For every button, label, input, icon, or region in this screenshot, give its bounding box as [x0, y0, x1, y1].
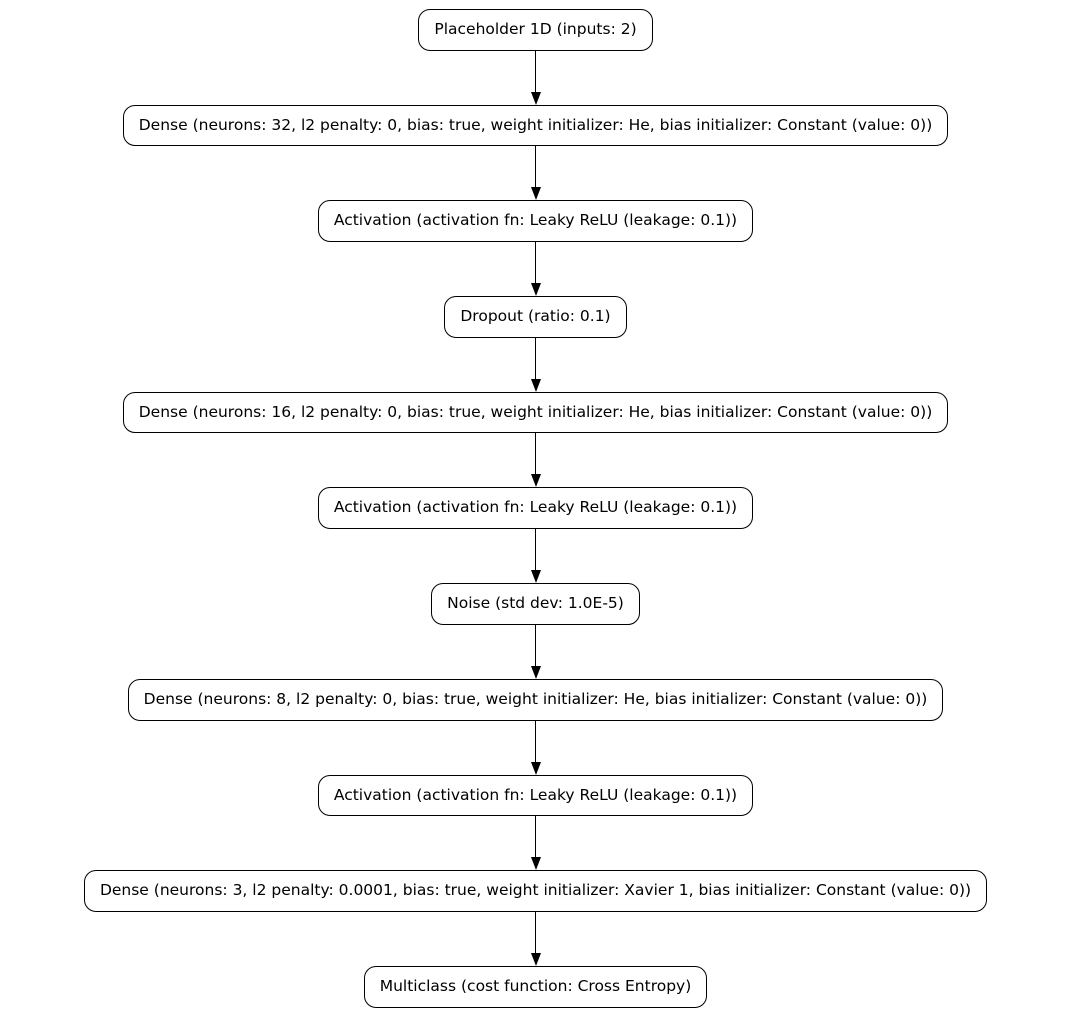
edge-arrow [530, 50, 541, 105]
edge-line [535, 50, 536, 92]
arrowhead-down-icon [530, 857, 541, 871]
node-dense-8: Dense (neurons: 8, l2 penalty: 0, bias: … [127, 678, 944, 721]
edge-line [535, 433, 536, 475]
edge-line [535, 720, 536, 762]
edge-arrow [530, 433, 541, 488]
arrowhead-down-icon [530, 761, 541, 775]
edge-arrow [530, 529, 541, 584]
edge-arrow [530, 720, 541, 775]
node-dense-32: Dense (neurons: 32, l2 penalty: 0, bias:… [122, 104, 949, 147]
arrowhead-down-icon [530, 474, 541, 488]
arrowhead-down-icon [530, 570, 541, 584]
node-dropout: Dropout (ratio: 0.1) [444, 296, 627, 338]
edge-line [535, 529, 536, 571]
node-activation-1: Activation (activation fn: Leaky ReLU (l… [317, 200, 754, 243]
edge-line [535, 624, 536, 666]
edge-arrow [530, 624, 541, 679]
edge-arrow [530, 146, 541, 201]
edge-line [535, 146, 536, 188]
node-dense-16: Dense (neurons: 16, l2 penalty: 0, bias:… [122, 391, 949, 434]
arrowhead-down-icon [530, 91, 541, 105]
node-placeholder-1d: Placeholder 1D (inputs: 2) [418, 9, 653, 51]
node-activation-3: Activation (activation fn: Leaky ReLU (l… [317, 774, 754, 817]
arrowhead-down-icon [530, 187, 541, 201]
node-noise: Noise (std dev: 1.0E-5) [431, 583, 640, 625]
edge-arrow [530, 337, 541, 392]
edge-line [535, 816, 536, 858]
edge-arrow [530, 242, 541, 297]
edge-arrow [530, 816, 541, 871]
arrowhead-down-icon [530, 952, 541, 966]
node-activation-2: Activation (activation fn: Leaky ReLU (l… [317, 487, 754, 530]
edge-line [535, 242, 536, 284]
edge-line [535, 337, 536, 379]
edge-arrow [530, 911, 541, 966]
node-multiclass: Multiclass (cost function: Cross Entropy… [363, 965, 708, 1008]
edge-line [535, 911, 536, 953]
node-dense-3: Dense (neurons: 3, l2 penalty: 0.0001, b… [83, 870, 988, 912]
arrowhead-down-icon [530, 665, 541, 679]
arrowhead-down-icon [530, 283, 541, 297]
arrowhead-down-icon [530, 378, 541, 392]
